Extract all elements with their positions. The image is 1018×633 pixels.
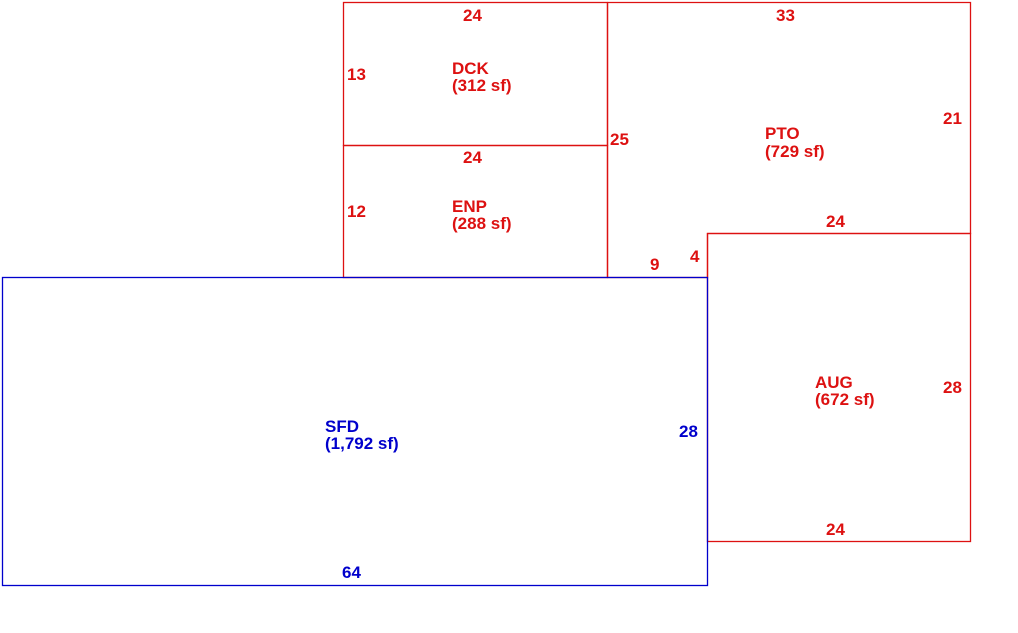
pto-dim-bottom-right: 24	[826, 212, 845, 231]
sfd-outline	[1, 276, 709, 587]
area-dck: DCK (312 sf) 24 13	[342, 1, 609, 147]
area-sfd: SFD (1,792 sf) 28 64	[1, 276, 709, 587]
area-pto: PTO (729 sf) 33 25 21 24 9 4	[606, 1, 972, 279]
sfd-area: (1,792 sf)	[325, 434, 399, 453]
sfd-dim-right: 28	[679, 422, 698, 441]
sfd-dim-bottom: 64	[342, 563, 361, 582]
aug-area: (672 sf)	[815, 390, 875, 409]
enp-dim-left: 12	[347, 202, 366, 221]
dck-dim-top: 24	[463, 6, 482, 25]
pto-name: PTO	[765, 124, 800, 143]
sfd-name: SFD	[325, 417, 359, 436]
aug-dim-right: 28	[943, 378, 962, 397]
aug-dim-bottom: 24	[826, 520, 845, 539]
enp-name: ENP	[452, 197, 487, 216]
pto-dim-left: 25	[610, 130, 629, 149]
pto-area: (729 sf)	[765, 142, 825, 161]
enp-dim-top: 24	[463, 148, 482, 167]
pto-dim-step: 4	[690, 247, 700, 266]
enp-area: (288 sf)	[452, 214, 512, 233]
area-aug: AUG (672 sf) 28 24	[706, 232, 972, 543]
pto-dim-top: 33	[776, 6, 795, 25]
dck-name: DCK	[452, 59, 490, 78]
area-enp: ENP (288 sf) 24 12	[342, 144, 609, 279]
pto-dim-bottom-left: 9	[650, 255, 659, 274]
dck-area: (312 sf)	[452, 76, 512, 95]
dck-dim-left: 13	[347, 65, 366, 84]
aug-name: AUG	[815, 373, 853, 392]
pto-dim-right: 21	[943, 109, 962, 128]
